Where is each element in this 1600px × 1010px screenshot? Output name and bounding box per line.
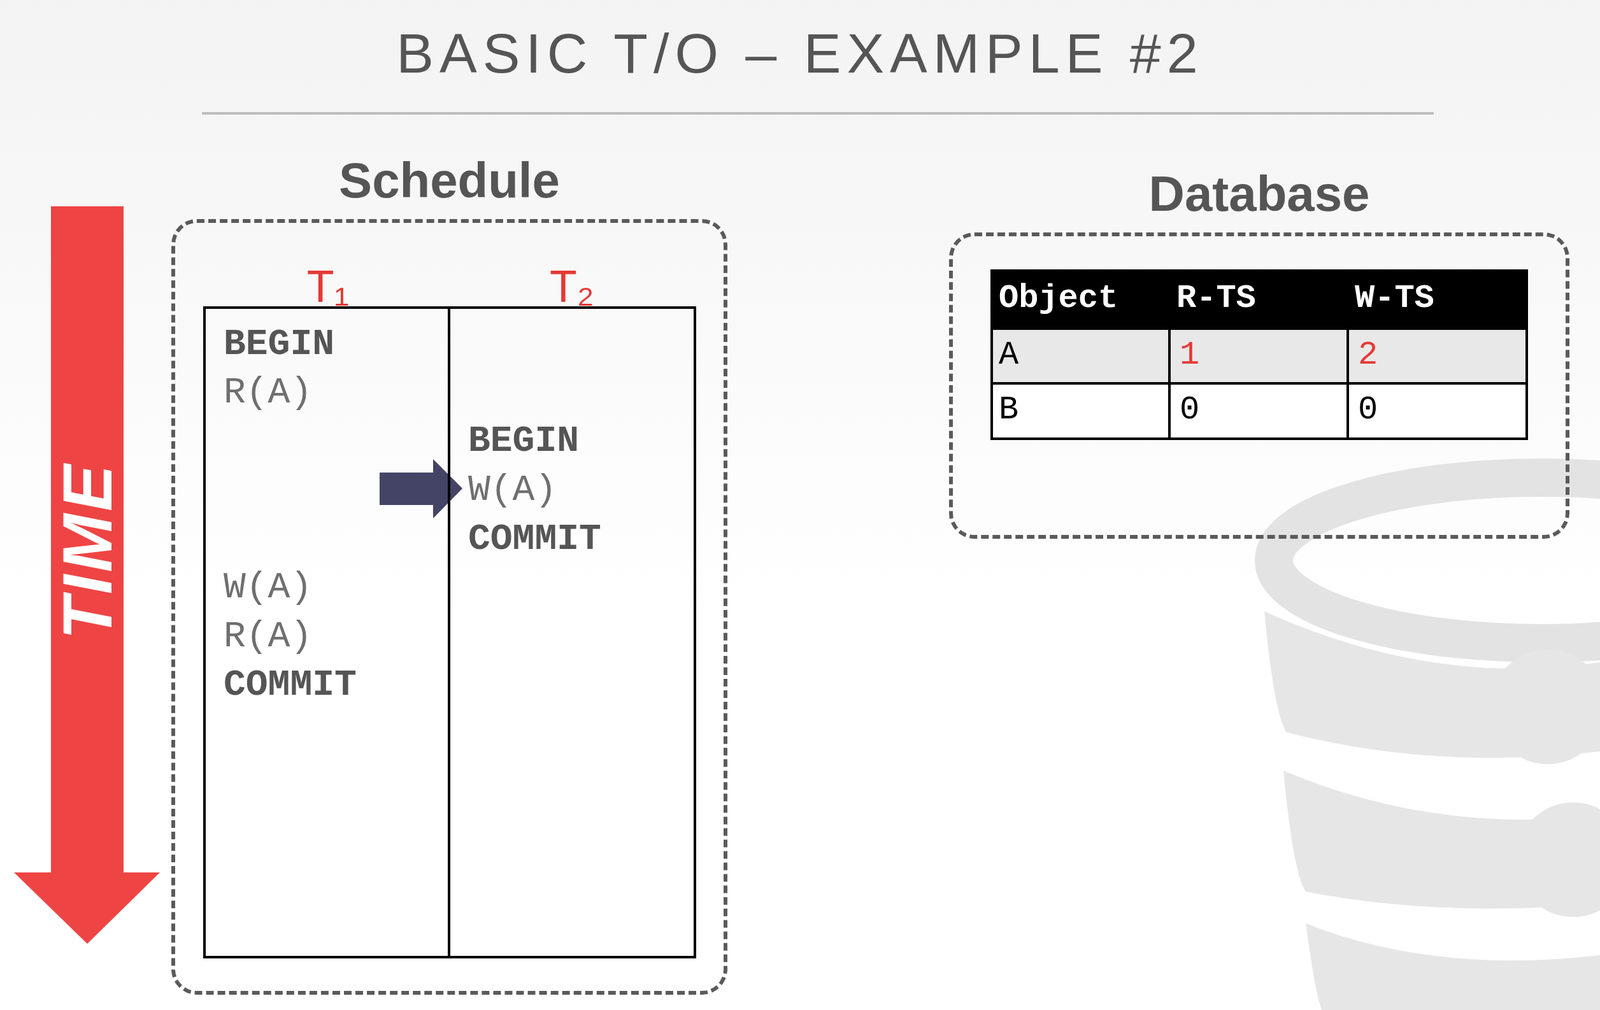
table-cell: 0 — [1357, 393, 1378, 427]
table-cell: 1 — [1179, 338, 1200, 372]
table-cell: 2 — [1357, 338, 1378, 372]
panel-heading: Database — [952, 168, 1566, 219]
operation-text: R(A) — [223, 374, 313, 412]
operation-text: BEGIN — [223, 326, 335, 364]
table-cell: W-TS — [1354, 282, 1435, 316]
operation-text: R(A) — [223, 618, 313, 656]
time-arrow — [14, 206, 160, 944]
operation-text: BEGIN — [468, 422, 579, 460]
transaction-label: T₂ — [450, 264, 694, 309]
transaction-column: T₂BEGINW(A)COMMIT — [447, 306, 697, 959]
table-cell: B — [998, 393, 1019, 427]
table-cell: R-TS — [1176, 282, 1257, 316]
panel-box: Database — [949, 232, 1570, 539]
title-rule — [201, 112, 1434, 115]
panel-box: ScheduleT₁BEGINR(A)W(A)R(A)COMMITT₂BEGIN… — [171, 219, 728, 995]
database-watermark — [1273, 477, 1600, 644]
object-table — [991, 270, 1527, 439]
database-watermark-bands — [1264, 611, 1600, 1010]
table-cell: A — [998, 338, 1019, 372]
panel-heading: Schedule — [175, 155, 724, 206]
transaction-label: T₁ — [205, 264, 451, 309]
slide-title: BASIC T/O – EXAMPLE #2 — [0, 25, 1600, 82]
time-label: TIME — [52, 462, 123, 641]
operation-text: W(A) — [223, 569, 313, 607]
transaction-column: T₁BEGINR(A)W(A)R(A)COMMIT — [203, 306, 451, 959]
table-cell: 0 — [1179, 393, 1200, 427]
operation-text: W(A) — [468, 471, 557, 509]
table-cell: Object — [998, 282, 1118, 316]
operation-text: COMMIT — [468, 521, 602, 558]
operation-text: COMMIT — [223, 666, 357, 704]
